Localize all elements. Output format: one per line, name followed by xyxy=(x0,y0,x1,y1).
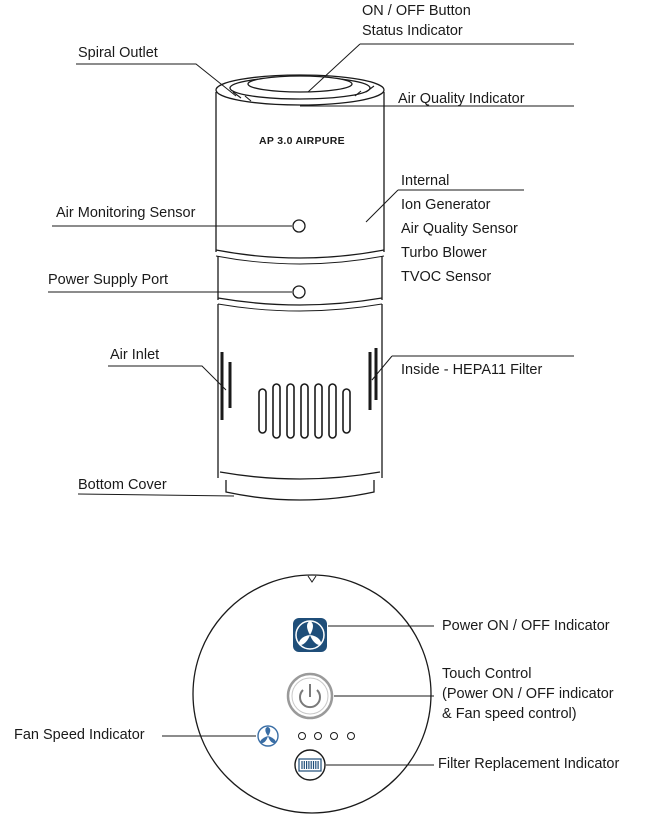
inlet-slot xyxy=(286,383,295,439)
top-view-callouts xyxy=(162,625,434,766)
spiral-outlet-vanes xyxy=(232,85,375,102)
filter-replacement-label: Filter Replacement Indicator xyxy=(438,756,620,772)
inlet-slot xyxy=(314,383,323,439)
inlet-slot xyxy=(328,383,337,439)
top-view xyxy=(192,574,432,814)
fan-speed-indicator-label: Fan Speed Indicator xyxy=(14,727,145,743)
touch-control-detail-1: (Power ON / OFF indicator xyxy=(442,686,614,702)
internal-leader xyxy=(365,189,524,223)
callout-lines xyxy=(48,43,574,497)
air-inlet-label: Air Inlet xyxy=(110,347,160,363)
air-inlet-leader xyxy=(108,365,227,391)
air-monitoring-sensor-label: Air Monitoring Sensor xyxy=(56,205,196,221)
air-monitoring-sensor xyxy=(292,219,306,233)
internal-item-turbo-blower: Turbo Blower xyxy=(401,245,487,261)
spiral-outlet-label: Spiral Outlet xyxy=(78,45,158,61)
purifier-body xyxy=(215,74,385,501)
top-view-outline xyxy=(192,574,432,814)
inlet-slot xyxy=(272,383,281,439)
bottom-cover-seam xyxy=(219,471,381,480)
inlet-slot xyxy=(342,388,351,434)
inlet-slot xyxy=(258,388,267,434)
upper-section xyxy=(215,92,385,252)
fan-speed-dot xyxy=(330,732,338,740)
device-brand-text: AP 3.0 AIRPURE xyxy=(259,135,345,147)
bottom-cover-leader xyxy=(77,493,235,497)
fan-speed-dot xyxy=(298,732,306,740)
top-cap-rim xyxy=(215,74,385,106)
air-inlet-slots xyxy=(220,348,378,439)
status-indicator-label: Status Indicator xyxy=(362,23,463,39)
lower-section xyxy=(217,304,383,478)
internal-label: Internal xyxy=(401,173,450,189)
fan-speed-dots xyxy=(298,732,355,740)
internal-item-air-quality-sensor: Air Quality Sensor xyxy=(401,221,518,237)
fan-speed-icon xyxy=(257,725,279,747)
inlet-slot xyxy=(300,383,309,439)
on-off-button-label: ON / OFF Button xyxy=(362,3,471,19)
internal-item-tvoc-sensor: TVOC Sensor xyxy=(401,269,492,285)
filter-replacement-icon xyxy=(294,749,326,781)
power-indicator-icon xyxy=(293,618,327,652)
middle-seam-2 xyxy=(217,303,383,312)
middle-seam xyxy=(217,297,383,306)
internal-item-ion-generator: Ion Generator xyxy=(401,197,491,213)
on-off-button-cap xyxy=(247,75,353,93)
power-supply-port-label: Power Supply Port xyxy=(48,272,169,288)
spiral-outlet-leader xyxy=(76,63,237,97)
touch-control-detail-2: & Fan speed control) xyxy=(442,706,577,722)
upper-seam xyxy=(215,249,385,259)
fan-speed-dot xyxy=(314,732,322,740)
on-off-leader xyxy=(307,43,574,93)
top-view-notch xyxy=(307,575,317,583)
touch-control-button xyxy=(286,672,334,720)
power-supply-port xyxy=(292,285,306,299)
fan-speed-dot xyxy=(347,732,355,740)
bottom-cover-label: Bottom Cover xyxy=(78,477,167,493)
power-indicator-label: Power ON / OFF Indicator xyxy=(442,618,610,634)
air-quality-indicator-label: Air Quality Indicator xyxy=(398,91,525,107)
power-symbol-icon xyxy=(299,689,321,709)
inside-filter-leader xyxy=(371,355,574,381)
inside-filter-label: Inside - HEPA11 Filter xyxy=(401,362,543,378)
middle-section xyxy=(217,256,383,300)
touch-control-label: Touch Control xyxy=(442,666,532,682)
upper-seam-2 xyxy=(215,255,385,265)
bottom-cover xyxy=(225,480,375,501)
